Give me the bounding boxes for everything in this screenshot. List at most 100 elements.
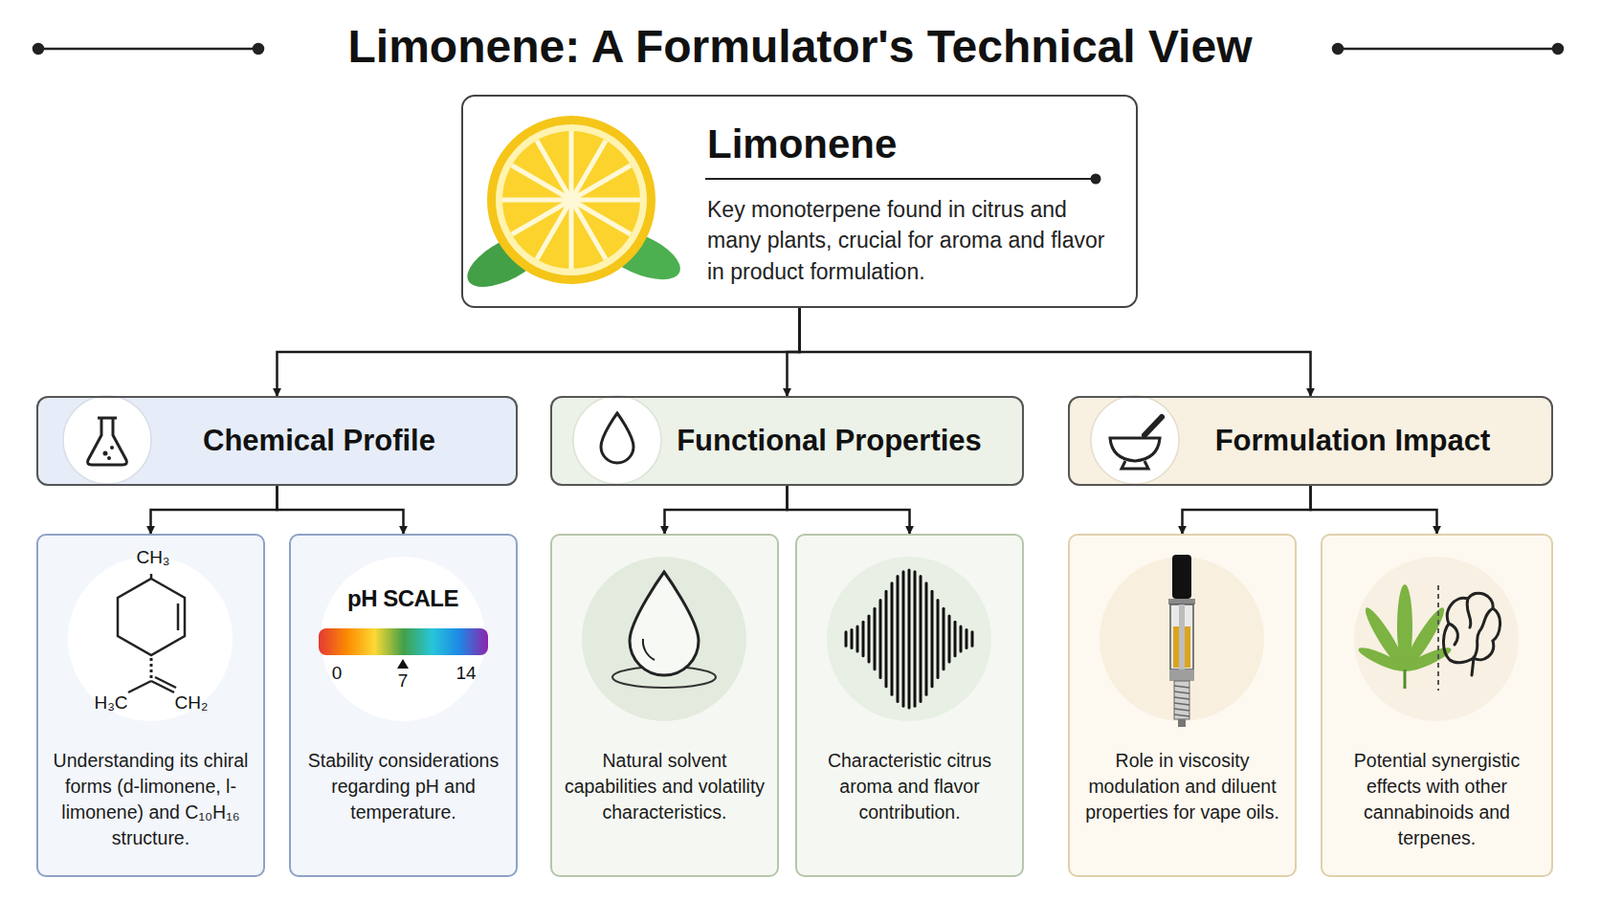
wave-bar (890, 583, 894, 696)
detail-box: Understanding its chiral forms (d-limone… (36, 533, 266, 878)
vape-cartridge-part (1178, 604, 1185, 670)
box-text: Understanding its chiral forms (d-limone… (49, 748, 252, 852)
detail-circles (67, 556, 1519, 722)
wave-bar (936, 600, 940, 679)
wave-bar (931, 591, 934, 687)
wave-bar (959, 626, 963, 652)
wave-bar (942, 608, 946, 669)
limonene-molecule-part (151, 681, 175, 693)
box-text: Limonene (707, 121, 1113, 168)
wave-bar (850, 629, 854, 648)
category-icons-part (573, 396, 662, 485)
leaf-brain-part-part (1355, 644, 1408, 676)
lemon-illustration-part-part (511, 165, 631, 235)
detail-box: Natural solvent capabilities and volatil… (550, 533, 779, 878)
vape-cartridge-part (1172, 555, 1192, 600)
leaf-brain-part (1437, 585, 1440, 691)
title-rule-part (38, 47, 259, 51)
connector-arrow (151, 486, 278, 534)
category-box: Chemical Profile (36, 396, 518, 487)
wave-bar (862, 622, 866, 657)
vape-cartridge-part (1177, 719, 1186, 728)
vape-cartridge-part (1174, 686, 1190, 717)
lemon-illustration-part (502, 131, 641, 269)
box-fill (795, 533, 1024, 878)
lemon-illustration-part (562, 191, 580, 209)
scale-title: pH SCALE (347, 585, 459, 613)
wave-bar (856, 626, 860, 652)
box-body: Key monoterpene found in citrus and many… (707, 194, 1113, 288)
category-icons-part (63, 396, 152, 485)
connector-arrow (665, 486, 788, 534)
category-box: Functional Properties (550, 396, 1024, 487)
wave-bar (896, 576, 900, 702)
category-icons-part (1144, 417, 1162, 436)
connectors (151, 308, 1438, 534)
vape-cartridge-part (1170, 604, 1194, 670)
box-fill (550, 533, 779, 878)
box-text: Chemical Profile (202, 423, 436, 459)
wave-bar (885, 591, 889, 687)
category-box: Formulation Impact (1067, 396, 1554, 487)
wave-bar (925, 583, 929, 696)
vape-cartridge (1168, 555, 1196, 728)
thread-line (1174, 709, 1190, 712)
connector-arrow (1182, 486, 1312, 534)
category-icons-part (103, 451, 109, 457)
detail-box: Characteristic citrus aroma and flavor c… (795, 533, 1024, 878)
box-text: Characteristic citrus aroma and flavor c… (808, 748, 1011, 826)
connector-arrow (277, 486, 404, 534)
lemon-illustration-part-part (536, 140, 606, 260)
detail-circles-part (1354, 556, 1519, 722)
wave-bar (873, 608, 877, 669)
box-fill (36, 533, 266, 878)
chem-label: 14 (455, 663, 476, 685)
vape-cartridge-part (1169, 669, 1195, 682)
limonene-molecule-part (177, 603, 180, 631)
aroma-wave (845, 570, 973, 709)
box-fill (1067, 396, 1554, 487)
main-box: LimoneneKey monoterpene found in citrus … (461, 94, 1138, 309)
category-icons (63, 396, 1179, 485)
wave-bar (948, 616, 952, 663)
category-icons-part (1121, 461, 1149, 469)
connector-arrow (787, 308, 800, 397)
limonene-molecule-part (128, 681, 152, 693)
limonene-molecule-part (155, 677, 177, 689)
chem-label: 0 (332, 663, 343, 685)
thread-line (1174, 697, 1190, 700)
box-fill (461, 94, 1138, 309)
box-fill (1320, 533, 1554, 878)
wave-bar (844, 632, 848, 647)
solvent-droplet (612, 572, 716, 689)
box-text: Functional Properties (676, 423, 982, 459)
chem-label: 7 (398, 670, 409, 692)
box-text: Stability considerations regarding pH an… (302, 748, 505, 826)
heading-rule-part (1091, 175, 1101, 184)
title-rule-part (253, 44, 264, 54)
limonene-molecule-part (150, 658, 154, 682)
category-icons-part (88, 418, 128, 466)
thread-line (1174, 703, 1190, 706)
ph-scale-part (397, 659, 409, 669)
thread-line (1174, 714, 1190, 717)
detail-box: Role in viscosity modulation and diluent… (1067, 533, 1297, 878)
detail-circles-part (67, 556, 233, 722)
wave-bar (965, 629, 969, 648)
connector-arrow (800, 308, 1312, 397)
ph-scale (318, 628, 489, 669)
wave-bar (879, 600, 883, 679)
box-text: Potential synergistic effects with other… (1333, 748, 1540, 852)
category-icons-part (110, 445, 114, 450)
leaf-brain-part (1403, 669, 1407, 689)
solvent-droplet-part (629, 572, 699, 676)
box-fill (1067, 533, 1297, 878)
connector-arrow (277, 308, 800, 397)
category-icons-part (1110, 438, 1160, 462)
chem-label: CH₃ (135, 547, 170, 569)
limonene-molecule-part (117, 578, 185, 656)
detail-circles-part (826, 556, 992, 722)
solvent-droplet-part (643, 639, 655, 661)
box-text: Role in viscosity modulation and diluent… (1081, 748, 1284, 826)
lemon-illustration-part (502, 131, 641, 269)
